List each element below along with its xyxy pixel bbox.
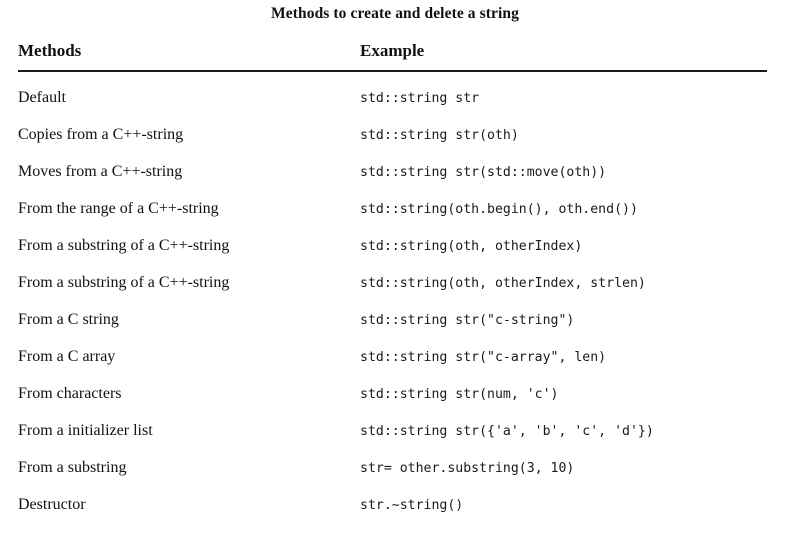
- cell-method: From characters: [18, 384, 122, 402]
- cell-method: From a C array: [18, 347, 116, 365]
- cell-method: From a substring: [18, 458, 127, 476]
- table-row: Default std::string str: [18, 71, 767, 117]
- table-row: Destructor str.∼string(): [18, 487, 767, 524]
- table-row: From the range of a C++-string std::strin…: [18, 191, 767, 228]
- table-header-row: Methods Example: [18, 41, 767, 72]
- cell-method: Copies from a C++-string: [18, 125, 184, 143]
- table-row: From characters std::string str(num, 'c'): [18, 376, 767, 413]
- cell-method: From a initializer list: [18, 421, 153, 439]
- table-row: From a C string std::string str("c-string…: [18, 302, 767, 339]
- cell-example: std::string str(num, 'c'): [360, 386, 559, 402]
- cell-example: std::string str("c-string"): [360, 312, 575, 328]
- cell-example: std::string(oth.begin(), oth.end()): [360, 201, 638, 217]
- cell-example: std::string str(oth): [360, 127, 519, 143]
- table-row: From a initializer list std::string str({…: [18, 413, 767, 450]
- cell-method: Moves from a C++-string: [18, 162, 183, 180]
- table-caption: Methods to create and delete a string: [271, 5, 519, 22]
- cell-method: From a substring of a C++-string: [18, 236, 230, 254]
- cell-example: std::string str("c-array", len): [360, 349, 607, 365]
- cell-example: std::string str: [360, 90, 480, 106]
- table-row: From a substring of a C++-string std::str…: [18, 265, 767, 302]
- cell-example: std::string(oth, otherIndex, strlen): [360, 275, 646, 291]
- table-row: Copies from a C++-string std::string str(…: [18, 117, 767, 154]
- table-header: Methods Example: [18, 41, 767, 72]
- cell-example: std::string str({'a', 'b', 'c', 'd'}): [360, 423, 654, 439]
- cell-example: str= other.substring(3, 10): [360, 460, 575, 476]
- table-row: From a substring of a C++-string std::str…: [18, 228, 767, 265]
- cell-method: From a substring of a C++-string: [18, 273, 230, 291]
- cell-method: Destructor: [18, 495, 86, 513]
- cell-method: Default: [18, 88, 66, 106]
- cell-method: From a C string: [18, 310, 119, 328]
- column-header-example: Example: [360, 41, 767, 72]
- column-header-methods: Methods: [18, 41, 360, 72]
- table-row: From a C array std::string str("c-array",…: [18, 339, 767, 376]
- cell-example: str.∼string(): [360, 497, 464, 513]
- cell-example: std::string str(std::move(oth)): [360, 164, 607, 180]
- cell-example: std::string(oth, otherIndex): [360, 238, 583, 254]
- table-row: Moves from a C++-string std::string str(s…: [18, 154, 767, 191]
- table-row: From a substring str= other.substring(3, …: [18, 450, 767, 487]
- cell-method: From the range of a C++-string: [18, 199, 219, 217]
